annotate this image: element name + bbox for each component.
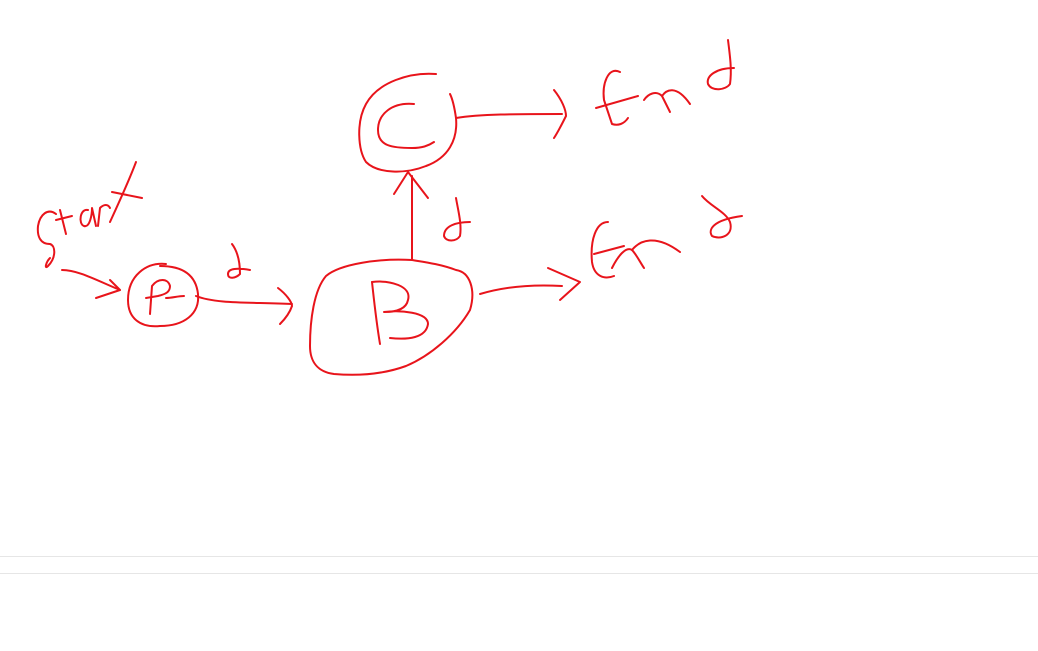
transition-b-c [393,171,471,261]
transition-c-end [455,89,567,139]
start-label [36,161,143,268]
divider-line-bottom [0,573,1038,574]
start-arrow [61,269,121,299]
transition-a-b-label [227,243,251,279]
state-a-label [145,279,171,315]
transition-b-end [479,267,581,301]
transition-b-c-label [443,197,471,242]
state-b [309,258,474,376]
end-label-top [595,39,735,126]
state-b-label [371,281,381,345]
state-c-label [377,102,435,149]
state-c [358,72,458,173]
state-a [127,262,200,328]
transition-a-b [195,243,293,325]
end-label-bottom [590,195,743,279]
divider-line-top [0,556,1038,557]
